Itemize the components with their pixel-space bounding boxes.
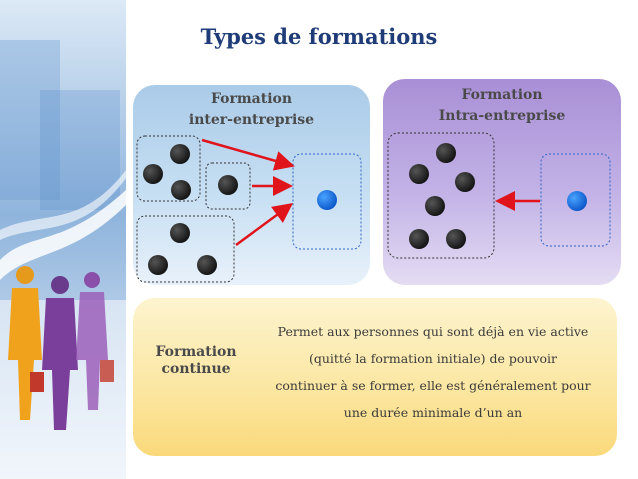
- participant-dot: [197, 255, 217, 275]
- description-line: une durée minimale d’un an: [343, 405, 523, 420]
- inter-entreprise-panel: Formation inter-entreprise: [133, 85, 370, 285]
- inter-group-1: [136, 135, 201, 202]
- inter-trainer-box: [292, 153, 362, 250]
- participant-dot: [409, 164, 429, 184]
- intra-entreprise-heading: Formation Intra-entreprise: [383, 85, 621, 127]
- continue-label-line1: Formation: [155, 344, 237, 360]
- participant-dot: [170, 144, 190, 164]
- formation-continue-panel: Formation continue Permet aux personnes …: [133, 298, 617, 456]
- page-title: Types de formations: [200, 24, 438, 49]
- continue-label-line2: continue: [161, 361, 231, 377]
- inter-entreprise-heading: Formation inter-entreprise: [133, 89, 370, 131]
- formation-diagram: [136, 132, 611, 283]
- description-line: Permet aux personnes qui sont déjà en vi…: [277, 324, 589, 339]
- intra-entreprise-panel: Formation Intra-entreprise: [383, 79, 621, 285]
- participant-dot: [446, 229, 466, 249]
- formation-continue-description: Permet aux personnes qui sont déjà en vi…: [263, 318, 603, 426]
- description-line: continuer à se former, elle est générale…: [275, 378, 591, 393]
- intra-heading-line2: Intra-entreprise: [438, 108, 566, 124]
- trainer-dot: [317, 190, 337, 210]
- formation-continue-label: Formation continue: [143, 344, 249, 378]
- participant-dot: [409, 229, 429, 249]
- intra-trainer-box: [540, 153, 611, 247]
- participant-dot: [218, 175, 238, 195]
- participant-dot: [170, 223, 190, 243]
- participant-dot: [143, 164, 163, 184]
- participant-dot: [171, 180, 191, 200]
- inter-heading-line2: inter-entreprise: [188, 112, 315, 128]
- participant-dot: [425, 196, 445, 216]
- arrow: [201, 138, 295, 171]
- arrow: [235, 203, 294, 247]
- inter-group-3: [136, 215, 235, 283]
- inter-heading-line1: Formation: [210, 91, 293, 107]
- intra-heading-line1: Formation: [461, 87, 543, 103]
- inter-group-2: [205, 162, 251, 210]
- participant-dot: [148, 255, 168, 275]
- decorative-business-people-illustration: [0, 0, 126, 479]
- intra-group: [387, 132, 495, 259]
- participant-dot: [455, 172, 475, 192]
- description-line: (quitté la formation initiale) de pouvoi…: [308, 351, 558, 366]
- trainer-dot: [567, 191, 587, 211]
- participant-dot: [436, 143, 456, 163]
